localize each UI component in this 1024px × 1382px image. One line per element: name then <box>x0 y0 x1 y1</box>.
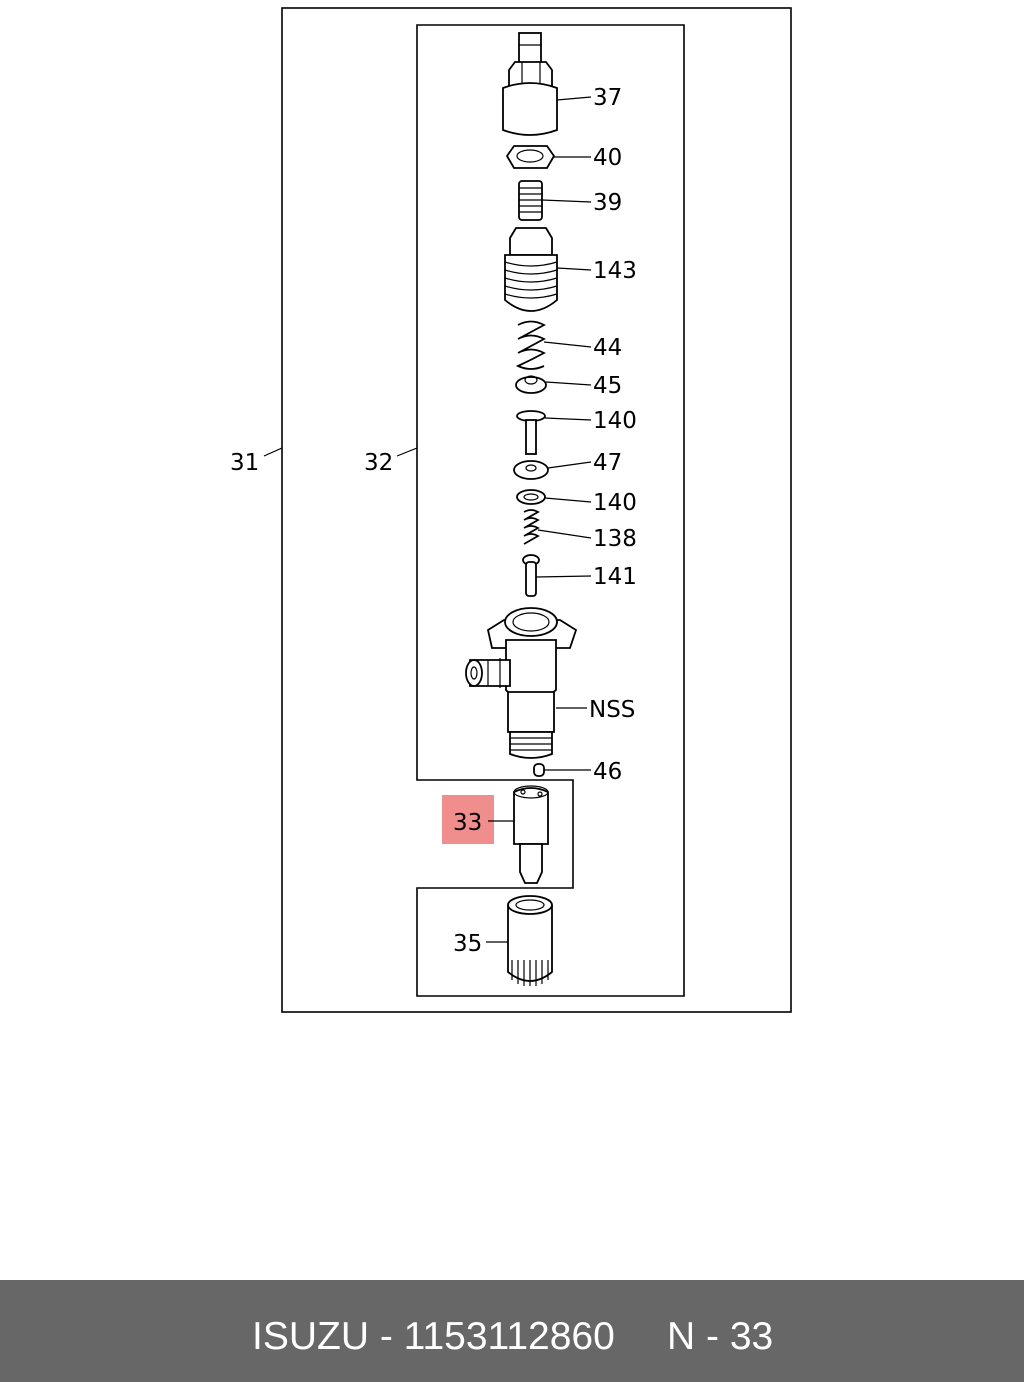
callout-32: 32 <box>364 450 393 476</box>
leader-lines <box>263 96 592 943</box>
inner-assembly-frame <box>416 24 685 997</box>
callout-40: 40 <box>593 145 622 171</box>
exploded-parts-diagram: 31 32 37 40 39 143 44 45 140 47 140 138 … <box>230 7 792 1013</box>
footer-bar: ISUZU - 1153112860 N - 33 <box>0 1280 1024 1382</box>
part-45-spring-seat <box>515 375 547 394</box>
footer-part-number: ISUZU - 1153112860 <box>252 1315 615 1358</box>
part-47-washer <box>513 460 549 480</box>
callout-47: 47 <box>593 450 622 476</box>
outer-assembly-frame <box>281 7 792 1013</box>
callout-44: 44 <box>593 335 622 361</box>
part-143-holder-body <box>504 227 558 312</box>
part-37-cap-nut <box>502 32 558 136</box>
callout-33: 33 <box>453 810 482 836</box>
part-140-shim-ring <box>516 489 546 505</box>
part-44-spring <box>515 320 546 370</box>
callout-46: 46 <box>593 759 622 785</box>
part-141-pin <box>522 554 540 597</box>
part-40-hex-nut <box>505 145 556 169</box>
callout-37: 37 <box>593 85 622 111</box>
callout-143: 143 <box>593 258 637 284</box>
callout-nss: NSS <box>589 697 635 723</box>
callout-140-b: 140 <box>593 490 637 516</box>
part-33-nozzle <box>513 785 549 884</box>
footer-page-ref: N - 33 <box>667 1315 774 1358</box>
callout-31: 31 <box>230 450 259 476</box>
part-nss-injector-body <box>465 607 578 759</box>
part-138-small-spring <box>523 509 540 545</box>
callout-140-a: 140 <box>593 408 637 434</box>
callout-39: 39 <box>593 190 622 216</box>
part-35-retaining-nut <box>507 895 553 986</box>
part-140-push-rod <box>516 410 546 455</box>
callout-45: 45 <box>593 373 622 399</box>
callout-35: 35 <box>453 931 482 957</box>
part-39-threaded-stud <box>518 180 543 221</box>
part-46-ball <box>533 763 545 777</box>
callout-141: 141 <box>593 564 637 590</box>
callout-138: 138 <box>593 526 637 552</box>
highlight-box-33 <box>442 795 494 844</box>
